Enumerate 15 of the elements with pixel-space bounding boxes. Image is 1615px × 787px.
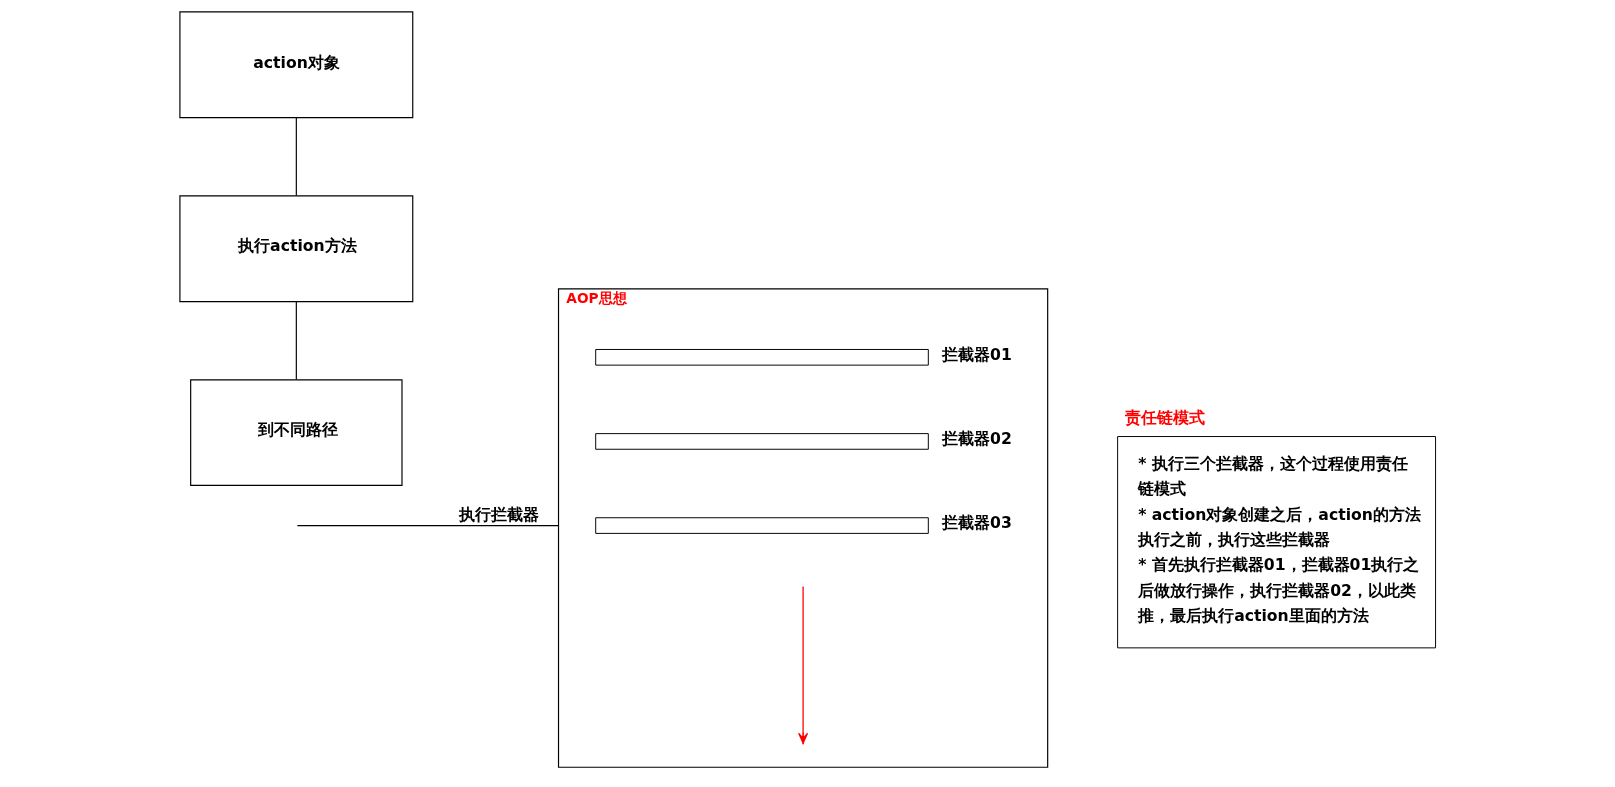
connector	[296, 525, 560, 527]
edge-label: 执行拦截器	[458, 504, 539, 524]
node-box: action对象	[179, 11, 414, 119]
connector	[295, 301, 297, 381]
node-box: * 执行三个拦截器，这个过程使用责任链模式 * action对象创建之后，action的方法执行之前，执行这些拦截器 * 首先执行拦截器01，拦截器01执行之后做放行操作，执行拦截器02，以此类推，最后执行action里面的方法	[1117, 436, 1437, 649]
node-box: 执行action方法	[179, 195, 414, 303]
node-label: 责任链模式	[1125, 407, 1206, 427]
node-label: 拦截器02	[942, 429, 1012, 449]
node-label: 拦截器01	[942, 345, 1012, 365]
node-bar	[595, 517, 929, 534]
node-bar	[595, 433, 929, 450]
node-bar	[595, 349, 929, 366]
node-box: 到不同路径	[190, 379, 403, 487]
connector	[295, 117, 297, 197]
node-label: 拦截器03	[942, 513, 1012, 533]
